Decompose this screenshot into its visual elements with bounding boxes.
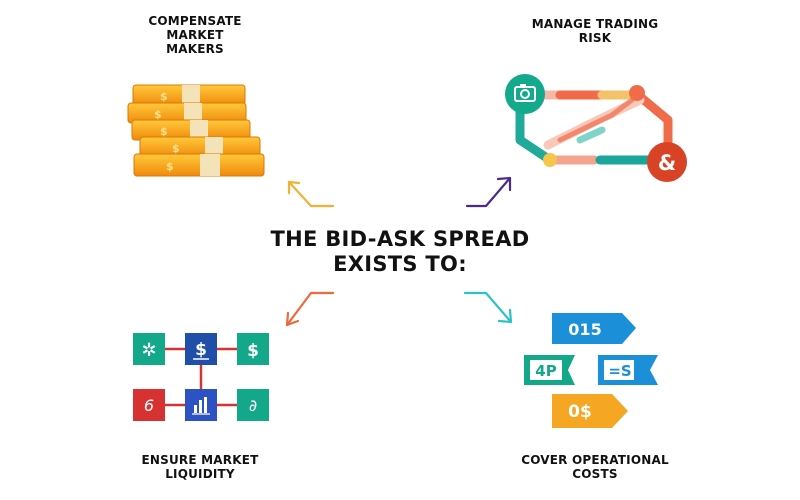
risk-flow-diagram: & (505, 74, 687, 182)
caption-line: COMPENSATE (148, 14, 242, 28)
caption-line: MAKERS (166, 42, 224, 56)
center-title: THE BID-ASK SPREAD EXISTS TO: (250, 227, 550, 277)
flow-path (576, 126, 606, 144)
arrow-to-costs (463, 291, 513, 324)
caption-compensate-market-makers: COMPENSATE MARKET MAKERS (130, 14, 260, 56)
center-title-line: EXISTS TO: (333, 252, 467, 276)
money-stack-icon: $ $ $ $ $ (127, 84, 265, 177)
node-glyph: ✲ (141, 340, 156, 361)
dollar-icon: $ (237, 333, 269, 365)
money-bundle: $ (139, 136, 261, 158)
arrow-label: 0$ (568, 402, 592, 422)
caption-manage-trading-risk: MANAGE TRADING RISK (515, 17, 675, 45)
node-glyph: $ (247, 341, 259, 361)
camera-icon (505, 74, 545, 114)
svg-text:$: $ (166, 160, 174, 173)
caption-cover-operational-costs: COVER OPERATIONAL COSTS (505, 453, 685, 481)
arrow-label-4p: 4P (524, 355, 575, 385)
caption-line: COVER OPERATIONAL (521, 453, 669, 467)
caption-line: MARKET (166, 28, 224, 42)
ampersand-icon: & (647, 142, 687, 182)
gear-icon: ✲ (133, 333, 165, 365)
center-title-line: THE BID-ASK SPREAD (270, 227, 530, 251)
arrow-to-manage-risk (465, 176, 512, 208)
node-glyph: 6 (144, 396, 154, 415)
cost-arrows: 015 4P =S 0$ (524, 313, 658, 428)
symbol-icon: ∂ (237, 389, 269, 421)
caption-line: MANAGE TRADING (531, 17, 659, 31)
arrow-label-s: =S (598, 355, 658, 385)
flow-node (543, 153, 557, 167)
money-bundle: $ (133, 153, 265, 177)
svg-text:$: $ (160, 125, 168, 138)
flow-path (633, 90, 673, 157)
arrow-to-liquidity (285, 291, 335, 327)
liquidity-network: ✲ $ $ 6 ∂ (133, 333, 269, 421)
caption-line: LIQUIDITY (165, 467, 235, 481)
money-bundle: $ (127, 102, 247, 124)
flow-node (629, 85, 645, 101)
svg-text:$: $ (154, 108, 162, 121)
arrow-to-compensate (287, 180, 335, 208)
money-bundle: $ (131, 119, 251, 141)
svg-text:$: $ (160, 90, 168, 103)
caption-ensure-market-liquidity: ENSURE MARKET LIQUIDITY (120, 453, 280, 481)
node-glyph: $ (195, 340, 207, 360)
arrow-label-015: 015 (552, 313, 636, 344)
bar-chart-icon (185, 389, 217, 421)
node-glyph: ∂ (249, 396, 257, 415)
dollar-icon: $ (185, 333, 217, 365)
caption-line: RISK (578, 31, 612, 45)
money-bundle: $ (132, 84, 246, 106)
caption-line: ENSURE MARKET (141, 453, 259, 467)
arrow-label: 4P (535, 362, 556, 380)
hook-icon: 6 (133, 389, 165, 421)
arrow-label-0dollar: 0$ (552, 394, 628, 428)
arrow-label: =S (608, 362, 631, 380)
svg-text:$: $ (172, 142, 180, 155)
caption-line: COSTS (572, 467, 618, 481)
flow-path (557, 97, 635, 143)
arrow-label: 015 (568, 320, 601, 339)
ampersand-glyph: & (658, 151, 676, 175)
